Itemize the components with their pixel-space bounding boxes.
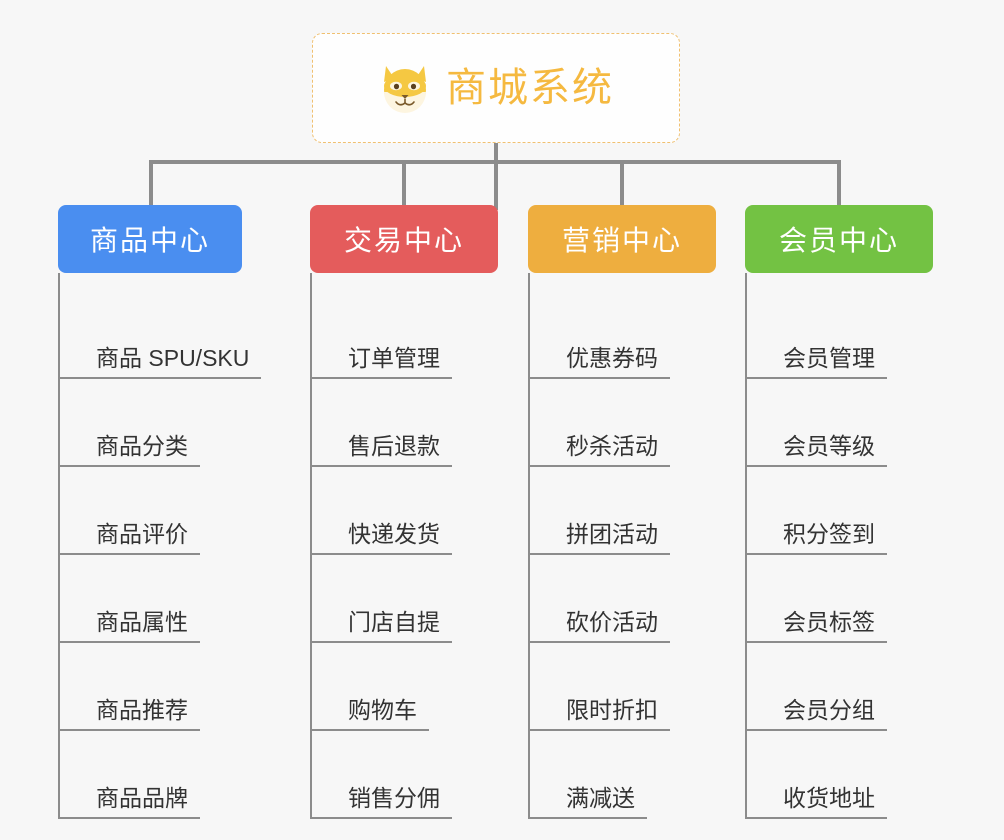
branch-column-0: 商品中心 商品 SPU/SKU 商品分类 商品评价 商品属性 商品推荐 商品品牌 bbox=[58, 205, 288, 819]
connector-root-stem bbox=[494, 143, 498, 210]
leaf-label: 销售分佣 bbox=[312, 785, 452, 819]
leaf-item[interactable]: 商品属性 bbox=[60, 555, 288, 643]
leaf-label: 会员等级 bbox=[747, 433, 887, 467]
branch-column-3: 会员中心 会员管理 会员等级 积分签到 会员标签 会员分组 收货地址 bbox=[745, 205, 975, 819]
leaf-item[interactable]: 商品评价 bbox=[60, 467, 288, 555]
leaf-label: 拼团活动 bbox=[530, 521, 670, 555]
root-title: 商城系统 bbox=[446, 66, 614, 110]
leaf-label: 商品 SPU/SKU bbox=[60, 345, 262, 379]
leaf-item[interactable]: 销售分佣 bbox=[312, 731, 540, 819]
leaf-item[interactable]: 商品 SPU/SKU bbox=[60, 291, 288, 379]
leaf-item[interactable]: 快递发货 bbox=[312, 467, 540, 555]
leaf-label: 收货地址 bbox=[747, 785, 887, 819]
connector-drop-1 bbox=[149, 160, 153, 208]
leaf-label: 会员分组 bbox=[747, 697, 887, 731]
category-box-3[interactable]: 会员中心 bbox=[745, 205, 933, 273]
category-label-0: 商品中心 bbox=[89, 225, 210, 256]
shiba-dog-face-icon bbox=[378, 62, 432, 114]
leaf-item[interactable]: 购物车 bbox=[312, 643, 540, 731]
leaf-item[interactable]: 限时折扣 bbox=[530, 643, 758, 731]
branch-column-1: 交易中心 订单管理 售后退款 快递发货 门店自提 购物车 销售分佣 bbox=[310, 205, 540, 819]
leaf-label: 快递发货 bbox=[312, 521, 452, 555]
category-box-0[interactable]: 商品中心 bbox=[58, 205, 242, 273]
leaf-label: 积分签到 bbox=[747, 521, 887, 555]
leaf-item[interactable]: 商品推荐 bbox=[60, 643, 288, 731]
leaf-label: 会员管理 bbox=[747, 345, 887, 379]
leaf-label: 售后退款 bbox=[312, 433, 452, 467]
leaf-list-0: 商品 SPU/SKU 商品分类 商品评价 商品属性 商品推荐 商品品牌 bbox=[58, 273, 288, 819]
leaf-list-2: 优惠券码 秒杀活动 拼团活动 砍价活动 限时折扣 满减送 bbox=[528, 273, 758, 819]
leaf-item[interactable]: 拼团活动 bbox=[530, 467, 758, 555]
leaf-item[interactable]: 会员分组 bbox=[747, 643, 975, 731]
category-label-2: 营销中心 bbox=[561, 225, 682, 256]
leaf-label: 购物车 bbox=[312, 697, 429, 731]
connector-drop-4 bbox=[837, 160, 841, 208]
leaf-label: 限时折扣 bbox=[530, 697, 670, 731]
leaf-item[interactable]: 收货地址 bbox=[747, 731, 975, 819]
leaf-label: 会员标签 bbox=[747, 609, 887, 643]
connector-drop-3 bbox=[620, 160, 624, 208]
leaf-label: 商品分类 bbox=[60, 433, 200, 467]
category-label-3: 会员中心 bbox=[778, 225, 899, 256]
leaf-list-3: 会员管理 会员等级 积分签到 会员标签 会员分组 收货地址 bbox=[745, 273, 975, 819]
leaf-item[interactable]: 满减送 bbox=[530, 731, 758, 819]
leaf-item[interactable]: 门店自提 bbox=[312, 555, 540, 643]
leaf-item[interactable]: 售后退款 bbox=[312, 379, 540, 467]
leaf-list-1: 订单管理 售后退款 快递发货 门店自提 购物车 销售分佣 bbox=[310, 273, 540, 819]
category-label-1: 交易中心 bbox=[343, 225, 464, 256]
leaf-item[interactable]: 商品分类 bbox=[60, 379, 288, 467]
leaf-label: 商品评价 bbox=[60, 521, 200, 555]
category-box-1[interactable]: 交易中心 bbox=[310, 205, 498, 273]
leaf-item[interactable]: 会员标签 bbox=[747, 555, 975, 643]
leaf-label: 订单管理 bbox=[312, 345, 452, 379]
leaf-label: 商品品牌 bbox=[60, 785, 200, 819]
leaf-item[interactable]: 商品品牌 bbox=[60, 731, 288, 819]
leaf-item[interactable]: 积分签到 bbox=[747, 467, 975, 555]
leaf-label: 商品推荐 bbox=[60, 697, 200, 731]
connector-drop-2 bbox=[402, 160, 406, 208]
leaf-label: 门店自提 bbox=[312, 609, 452, 643]
root-node-shop-system[interactable]: 商城系统 bbox=[312, 33, 680, 143]
leaf-label: 秒杀活动 bbox=[530, 433, 670, 467]
leaf-label: 砍价活动 bbox=[530, 609, 670, 643]
leaf-item[interactable]: 订单管理 bbox=[312, 291, 540, 379]
leaf-item[interactable]: 优惠券码 bbox=[530, 291, 758, 379]
leaf-label: 满减送 bbox=[530, 785, 647, 819]
leaf-item[interactable]: 秒杀活动 bbox=[530, 379, 758, 467]
branch-column-2: 营销中心 优惠券码 秒杀活动 拼团活动 砍价活动 限时折扣 满减送 bbox=[528, 205, 758, 819]
leaf-item[interactable]: 砍价活动 bbox=[530, 555, 758, 643]
leaf-item[interactable]: 会员等级 bbox=[747, 379, 975, 467]
category-box-2[interactable]: 营销中心 bbox=[528, 205, 716, 273]
leaf-label: 商品属性 bbox=[60, 609, 200, 643]
leaf-label: 优惠券码 bbox=[530, 345, 670, 379]
connector-horizontal-bus bbox=[149, 160, 841, 164]
leaf-item[interactable]: 会员管理 bbox=[747, 291, 975, 379]
